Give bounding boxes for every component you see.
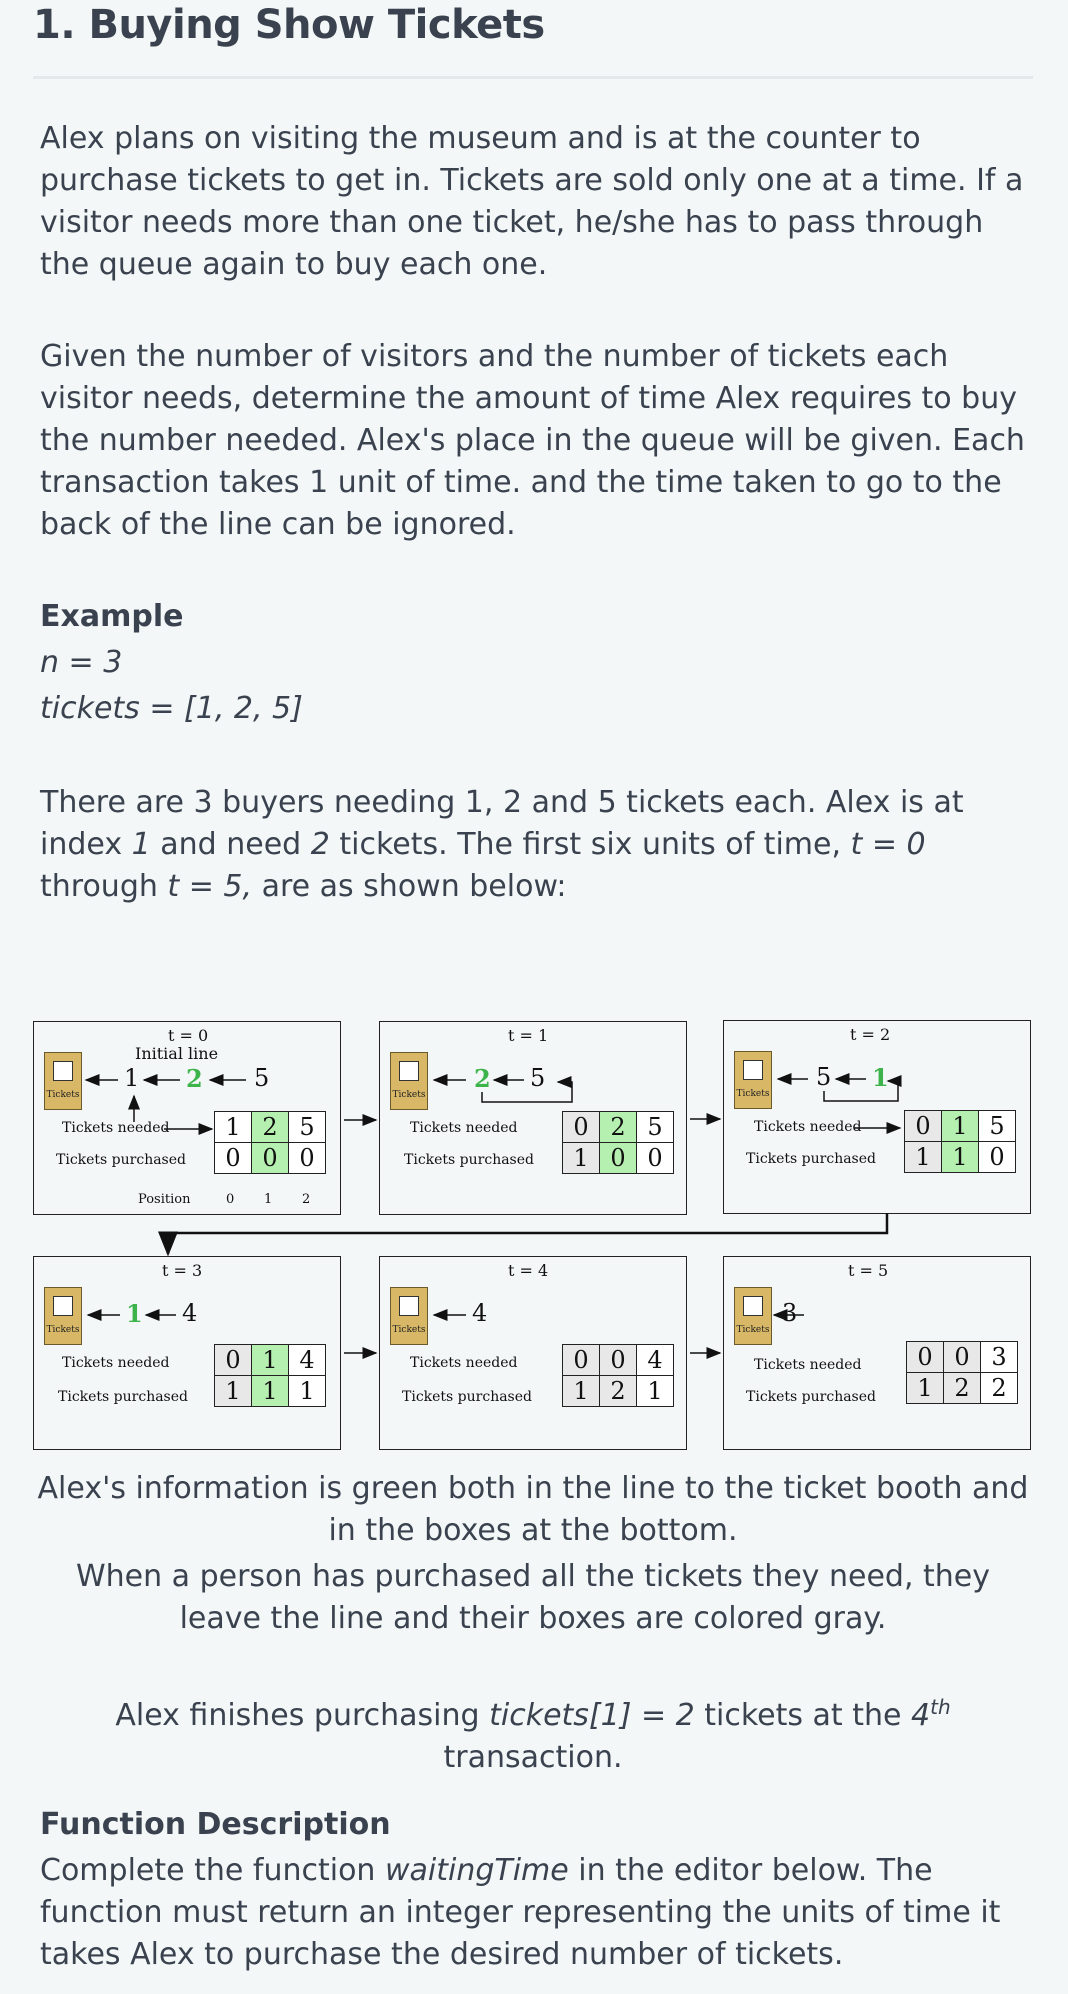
queue-arrows xyxy=(772,1309,804,1321)
queue-person: 4 xyxy=(472,1299,488,1327)
queue-person: 5 xyxy=(816,1063,832,1091)
tickets-needed-label: Tickets needed xyxy=(62,1120,170,1136)
title-divider xyxy=(33,76,1033,79)
time-label: t = 4 xyxy=(508,1261,549,1280)
queue-person: 5 xyxy=(254,1064,270,1092)
tickets-purchased-label: Tickets purchased xyxy=(404,1152,534,1168)
function-description: Complete the function waitingTime in the… xyxy=(40,1853,1001,1972)
queue-arrows xyxy=(432,1074,573,1103)
queue-person-alex: 1 xyxy=(126,1299,143,1328)
position-index: 2 xyxy=(302,1192,311,1207)
tickets-purchased-label: Tickets purchased xyxy=(746,1151,876,1167)
panel-t5: t = 5 Tickets 3 Tickets needed Tickets p… xyxy=(723,1256,1031,1450)
position-index: 0 xyxy=(226,1192,235,1207)
ticket-booth-icon: Tickets xyxy=(734,1287,772,1345)
finish-statement: Alex finishes purchasing tickets[1] = 2 … xyxy=(115,1695,951,1775)
example-heading: Example xyxy=(40,599,184,634)
position-label: Position xyxy=(138,1192,191,1207)
panel-t1: t = 1 Tickets 2 5 Tickets needed Tickets… xyxy=(379,1021,687,1215)
initial-line-label: Initial line xyxy=(135,1044,219,1063)
ticket-booth-icon: Tickets xyxy=(734,1051,772,1109)
tickets-needed-label: Tickets needed xyxy=(754,1357,862,1373)
queue-person: 4 xyxy=(182,1299,198,1327)
queue-person: 5 xyxy=(530,1064,546,1092)
time-label: t = 1 xyxy=(508,1026,549,1045)
time-label: t = 3 xyxy=(162,1261,203,1280)
time-label: t = 0 xyxy=(168,1026,209,1045)
example-n: n = 3 xyxy=(40,645,123,680)
queue-arrows xyxy=(86,1309,176,1321)
queue-arrows xyxy=(432,1309,466,1321)
intro-paragraph-2: Given the number of visitors and the num… xyxy=(40,339,1025,542)
panel-t0: t = 0 Initial line Tickets 1 2 5 Tickets… xyxy=(33,1021,341,1215)
tickets-needed-label: Tickets needed xyxy=(754,1119,862,1135)
tickets-purchased-label: Tickets purchased xyxy=(746,1389,876,1405)
ticket-booth-icon: Tickets xyxy=(44,1052,82,1110)
tickets-purchased-label: Tickets purchased xyxy=(402,1389,532,1405)
tickets-purchased-label: Tickets purchased xyxy=(56,1152,186,1168)
panel-t4: t = 4 Tickets 4 Tickets needed Tickets p… xyxy=(379,1256,687,1450)
queue-person: 1 xyxy=(124,1064,140,1092)
page-title: 1. Buying Show Tickets xyxy=(33,2,545,48)
tickets-purchased-label: Tickets purchased xyxy=(58,1389,188,1405)
caption-alex-green: Alex's information is green both in the … xyxy=(37,1471,1029,1548)
position-index: 1 xyxy=(264,1192,273,1207)
queue-person-alex: 2 xyxy=(186,1064,203,1093)
queue-person-alex: 1 xyxy=(872,1063,889,1092)
ticket-booth-icon: Tickets xyxy=(390,1287,428,1345)
panel-t3: t = 3 Tickets 1 4 Tickets needed Tickets… xyxy=(33,1256,341,1450)
queue-person-alex: 2 xyxy=(474,1064,491,1093)
queue-arrows xyxy=(84,1074,246,1135)
ticket-booth-icon: Tickets xyxy=(390,1052,428,1110)
function-description-heading: Function Description xyxy=(40,1807,391,1842)
queue-arrows xyxy=(776,1073,902,1134)
panel-connector-arrows xyxy=(158,1113,889,1359)
tickets-needed-label: Tickets needed xyxy=(62,1355,170,1371)
tickets-needed-label: Tickets needed xyxy=(410,1120,518,1136)
panel-t2: t = 2 Tickets 5 1 Tickets needed Tickets… xyxy=(723,1020,1031,1214)
intro-paragraph-1: Alex plans on visiting the museum and is… xyxy=(40,121,1024,282)
ticket-booth-icon: Tickets xyxy=(44,1287,82,1345)
example-explanation: There are 3 buyers needing 1, 2 and 5 ti… xyxy=(40,785,964,904)
caption-gray-boxes: When a person has purchased all the tick… xyxy=(75,1559,991,1636)
time-label: t = 2 xyxy=(850,1025,891,1044)
example-tickets: tickets = [1, 2, 5] xyxy=(40,691,303,726)
tickets-needed-label: Tickets needed xyxy=(410,1355,518,1371)
time-label: t = 5 xyxy=(848,1261,889,1280)
